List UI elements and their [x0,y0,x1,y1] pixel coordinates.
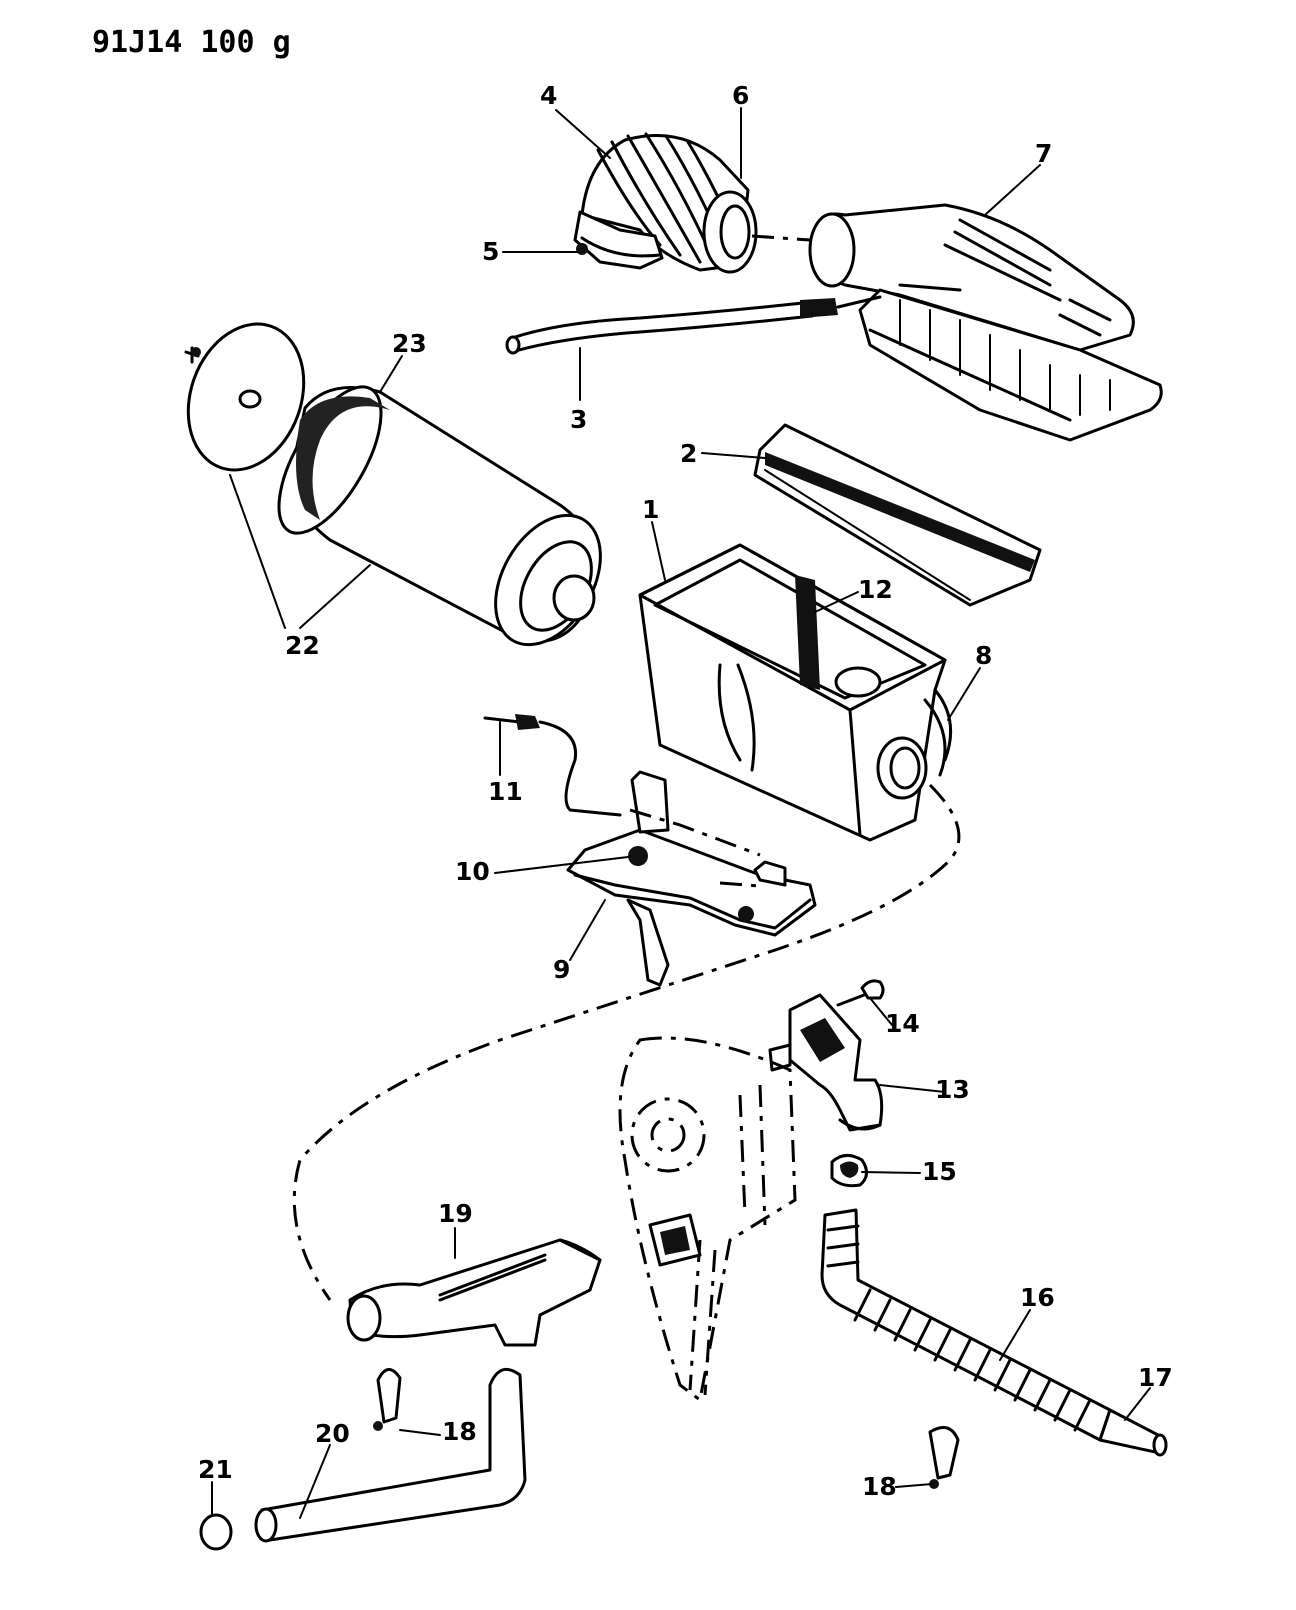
callout-7: 7 [1035,139,1052,168]
part-7-air-cleaner-lid [808,203,1163,442]
callout-23: 23 [392,329,427,358]
part-3-hose [505,295,882,355]
drawing-code: 91J14 100 g [92,25,291,60]
callout-5: 5 [482,237,499,266]
part-22-cover-plate [184,322,306,472]
callout-16: 16 [1020,1283,1055,1312]
callout-4: 4 [540,81,557,110]
callout-15: 15 [922,1157,957,1186]
leader-lines [211,107,1151,1519]
callouts: 4 6 7 5 23 3 2 1 12 22 8 11 10 9 14 13 1… [198,81,1173,1501]
callout-1: 1 [642,495,659,524]
engine-phantom [618,1036,797,1403]
callout-22: 22 [285,631,320,660]
callout-17: 17 [1138,1363,1173,1392]
part-15-clamp [830,1154,868,1188]
callout-18-left: 18 [442,1417,477,1446]
callout-3: 3 [570,405,587,434]
callout-8: 8 [975,641,992,670]
part-16-hose [820,1208,1112,1442]
part-18-clamp-right [928,1426,960,1489]
callout-10: 10 [455,857,490,886]
lid-alignment-line [751,234,811,242]
callout-12: 12 [858,575,893,604]
callout-18-right: 18 [862,1472,897,1501]
callout-19: 19 [438,1199,473,1228]
callout-11: 11 [488,777,523,806]
part-19-duct [346,1238,602,1347]
part-1-housing [638,543,953,842]
part-18-clamp-left [373,1368,402,1431]
part-20-tube [254,1367,527,1543]
part-11-sensor [483,714,622,817]
part-14-screw [836,979,885,1007]
callout-14: 14 [885,1009,920,1038]
part-2-filter-panel [753,423,1042,607]
callout-13: 13 [935,1075,970,1104]
part-21-cap [199,1513,233,1551]
part-9-bracket [566,770,817,987]
part-13-adapter [768,993,884,1132]
bracket-dash [629,808,761,857]
callout-21: 21 [198,1455,233,1484]
callout-9: 9 [553,955,570,984]
part-17-nozzle [1098,1408,1168,1457]
part-22-filter-element [277,385,602,647]
part-4-intake-bellows [573,132,758,274]
callout-20: 20 [315,1419,350,1448]
bracket-dash-2 [719,881,761,888]
callout-2: 2 [680,439,697,468]
callout-6: 6 [732,81,749,110]
